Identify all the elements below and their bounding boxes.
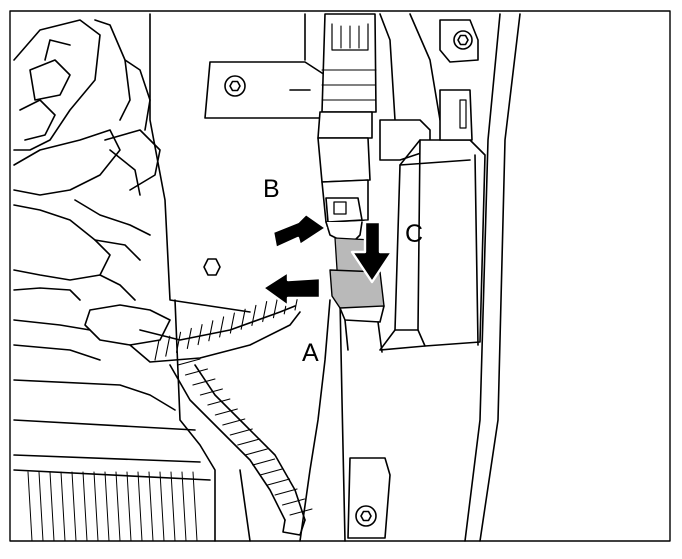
arrow-b-icon bbox=[271, 212, 328, 250]
arrow-a-icon bbox=[261, 270, 322, 308]
radiator-grille bbox=[13, 419, 211, 542]
callout-b: B bbox=[263, 175, 280, 203]
control-module bbox=[379, 13, 521, 542]
callout-a: A bbox=[302, 339, 319, 367]
diagram-border bbox=[9, 10, 671, 542]
upper-left-harness bbox=[13, 19, 176, 411]
arrows bbox=[261, 212, 394, 308]
callout-c: C bbox=[405, 220, 424, 248]
corrugated-harness bbox=[84, 289, 313, 536]
bracket-bolt-icon bbox=[224, 75, 246, 97]
arrow-c-icon bbox=[350, 220, 394, 284]
panel-nut-icon bbox=[203, 258, 221, 276]
lower-bolt-icon bbox=[355, 505, 377, 527]
mounting-bracket bbox=[204, 13, 377, 119]
lower-bracket bbox=[347, 457, 391, 539]
module-bolt-icon bbox=[453, 30, 473, 50]
